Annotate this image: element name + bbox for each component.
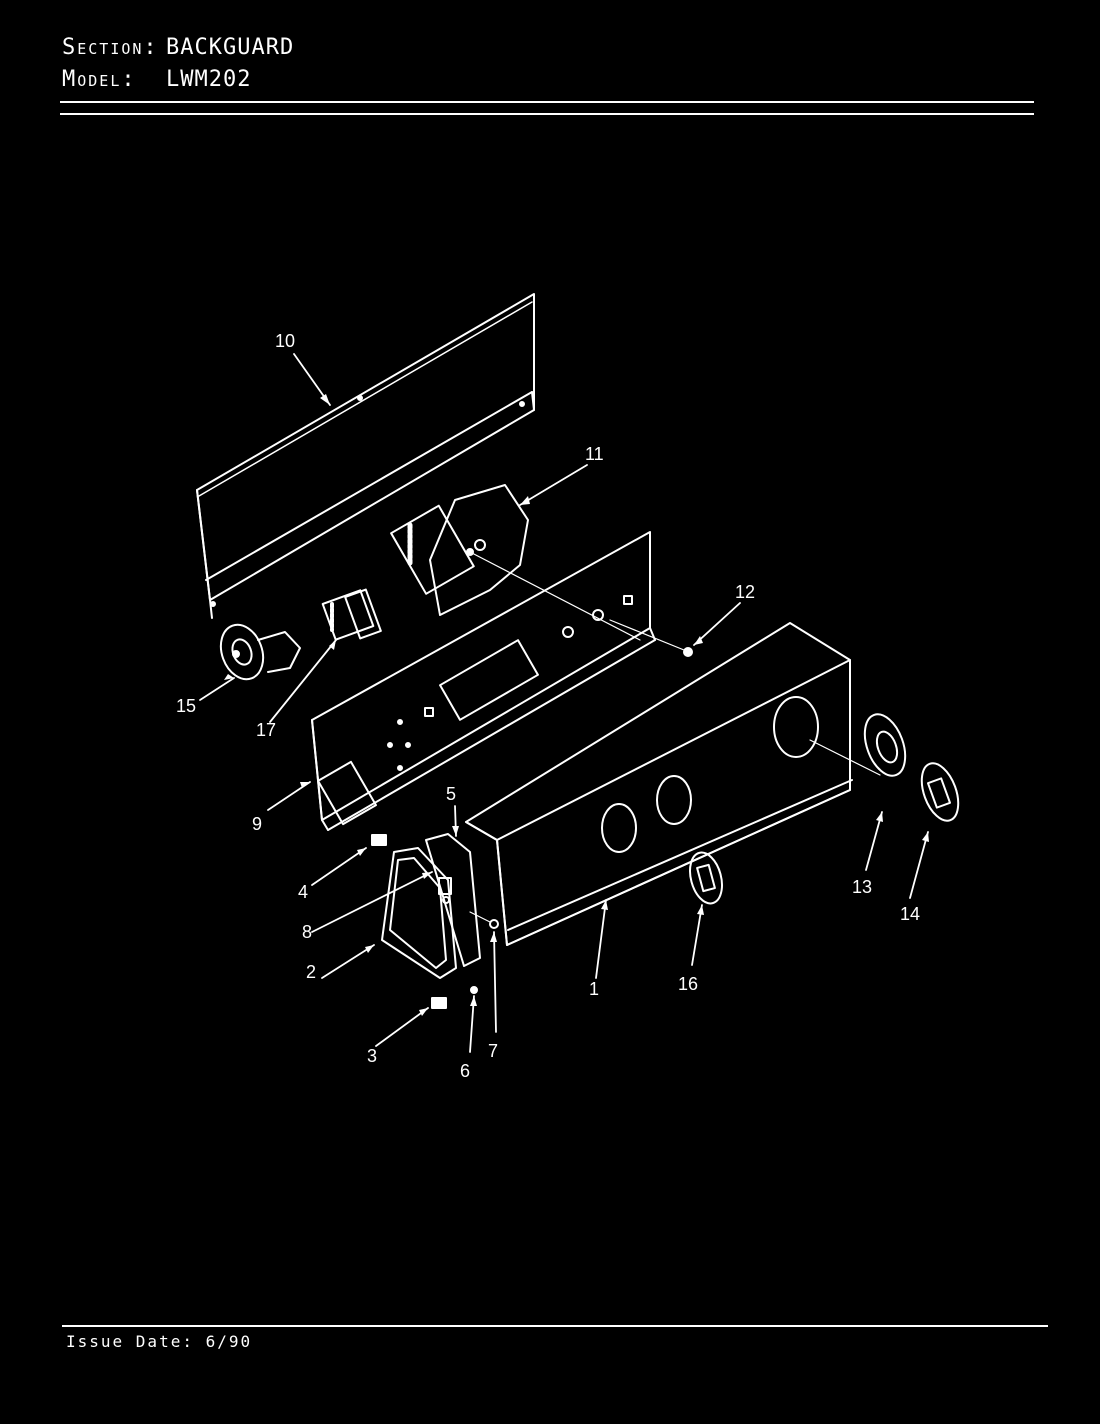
section-label: Section: (62, 35, 159, 60)
part-16-knob (689, 851, 723, 905)
part-5-trim (425, 833, 481, 994)
model-label: Model: (62, 67, 137, 92)
callout-6: 6 (460, 1061, 470, 1081)
callout-labels: 10 11 12 15 17 9 5 4 8 2 3 6 7 1 16 13 1… (176, 331, 920, 1081)
callout-10: 10 (275, 331, 295, 351)
callout-15: 15 (176, 696, 196, 716)
callout-7: 7 (488, 1041, 498, 1061)
part-9-control-panel (311, 531, 685, 831)
footer-rule (62, 1325, 1048, 1327)
callout-13: 13 (852, 877, 872, 897)
part-7-screw (469, 911, 499, 929)
part-2-end-cap (381, 847, 457, 979)
leader-lines (199, 353, 929, 1053)
part-4-clip (371, 834, 387, 846)
model-line: Model: LWM202 (62, 65, 250, 95)
part-14-knob (920, 762, 960, 822)
part-15-selector-switch (219, 623, 301, 681)
callout-11: 11 (585, 444, 604, 464)
callout-3: 3 (367, 1046, 377, 1066)
callout-4: 4 (298, 882, 308, 902)
callout-1: 1 (589, 979, 599, 999)
callout-17: 17 (256, 720, 276, 740)
part-11-timer (390, 484, 641, 641)
issue-date: Issue Date: 6/90 (66, 1332, 253, 1351)
callout-14: 14 (900, 904, 920, 924)
part-10-rear-panel (196, 293, 535, 619)
callout-12: 12 (735, 582, 755, 602)
section-line: Section: BACKGUARD (62, 33, 293, 63)
part-13-knob-skirt (863, 713, 907, 777)
callout-8: 8 (302, 922, 312, 942)
header-rule-bottom (60, 113, 1034, 115)
part-12-screw (683, 647, 693, 657)
callout-5: 5 (446, 784, 456, 804)
part-17-switch (321, 588, 382, 641)
page-header: Section: BACKGUARD Model: LWM202 (0, 0, 1100, 130)
part-1-console (465, 622, 881, 946)
callout-2: 2 (306, 962, 316, 982)
callout-16: 16 (678, 974, 698, 994)
section-value: BACKGUARD (166, 35, 295, 60)
arrowheads (224, 394, 929, 1016)
callout-9: 9 (252, 814, 262, 834)
part-3-clip (431, 997, 447, 1009)
header-rule-top (60, 101, 1034, 103)
model-value: LWM202 (166, 67, 252, 92)
